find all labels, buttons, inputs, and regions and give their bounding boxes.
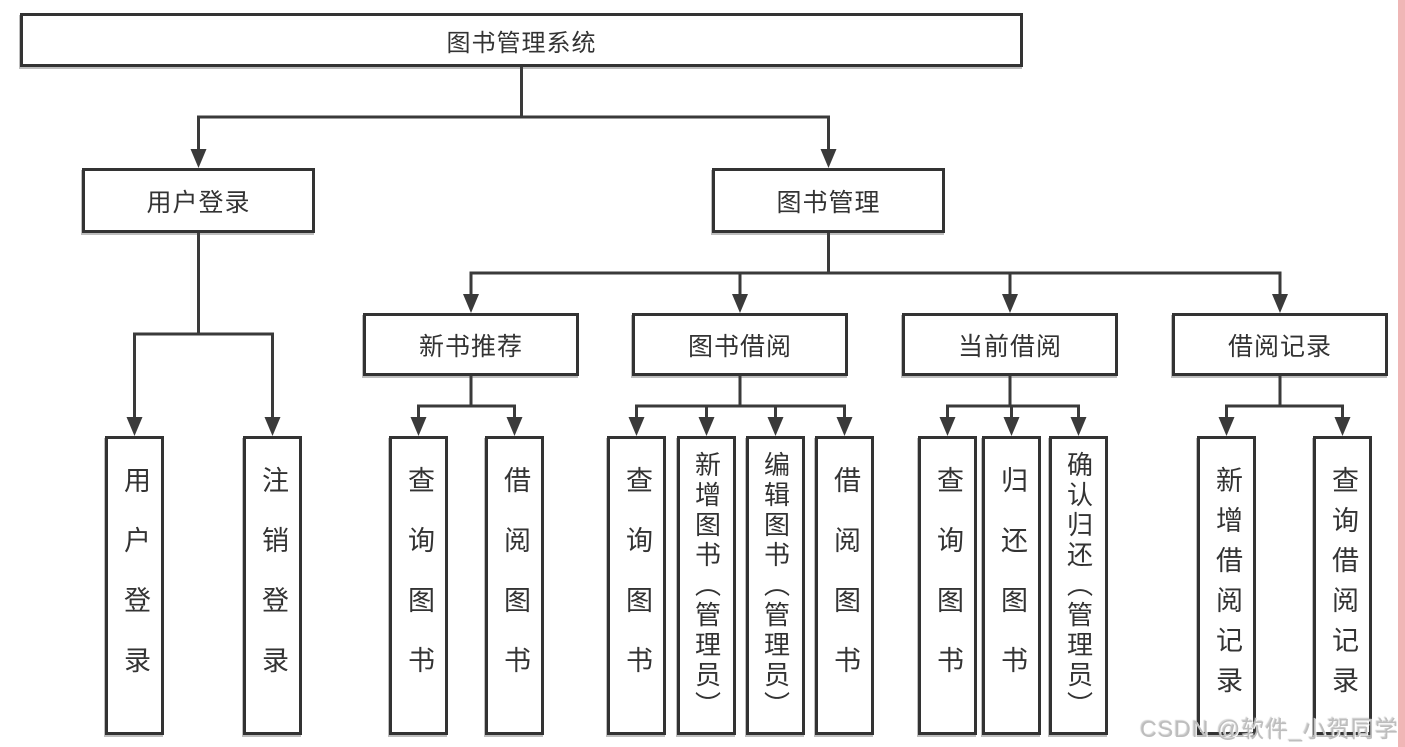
node-label: 查询借阅记录 (1328, 465, 1358, 706)
arrow-down (698, 417, 715, 436)
leaf-borrow-books-recommend: 借阅图书 (485, 436, 544, 735)
arrow-down (836, 417, 853, 436)
leaf-logout-login: 注销登录 (243, 436, 302, 735)
leaf-user-login: 用户登录 (105, 436, 164, 735)
node-book-management: 图书管理 (712, 168, 945, 233)
csdn-watermark: CSDN @软件_小贺同学 (1140, 716, 1399, 742)
node-label: 图书管理 (776, 188, 881, 217)
connector-borrow-record-fork (1218, 376, 1351, 436)
arrow-down (126, 417, 143, 436)
node-label: 查询图书 (933, 465, 963, 706)
arrow-down (410, 417, 427, 436)
node-new-book-recommend: 新书推荐 (363, 313, 579, 376)
node-label: 注销登录 (258, 465, 288, 706)
node-book-borrow: 图书借阅 (632, 313, 848, 376)
arrow-down (939, 417, 956, 436)
connector-book-management-fork (463, 233, 1288, 313)
node-label: 新增图书（管理员） (691, 450, 722, 721)
arrow-down (820, 149, 837, 168)
leaf-query-books-recommend: 查询图书 (389, 436, 448, 735)
arrow-down (628, 417, 645, 436)
arrow-down (1272, 294, 1288, 313)
node-label: 确认归还（管理员） (1063, 450, 1094, 721)
leaf-edit-books-admin: 编辑图书（管理员） (746, 436, 805, 735)
node-label: 用户登录 (120, 465, 150, 706)
node-label: 用户登录 (146, 188, 251, 217)
leaf-borrow-books: 借阅图书 (815, 436, 874, 735)
node-label: 查询图书 (404, 465, 434, 706)
node-label: 借阅记录 (1227, 332, 1332, 361)
node-current-borrow: 当前借阅 (902, 313, 1118, 376)
node-user-login: 用户登录 (82, 168, 315, 233)
right-edge-strip (1398, 0, 1405, 747)
node-label: 新增借阅记录 (1212, 465, 1242, 706)
node-label: 借阅图书 (500, 465, 530, 706)
node-label: 归还图书 (997, 465, 1027, 706)
arrow-down (1070, 417, 1087, 436)
arrow-down (732, 294, 748, 313)
arrow-down (1003, 417, 1020, 436)
connector-book-borrow-fork (628, 376, 853, 436)
arrow-down (767, 417, 784, 436)
leaf-query-borrow-record: 查询借阅记录 (1313, 436, 1372, 735)
leaf-add-borrow-record: 新增借阅记录 (1197, 436, 1256, 735)
arrow-down (264, 417, 281, 436)
arrow-down (1002, 294, 1018, 313)
leaf-confirm-return-admin: 确认归还（管理员） (1049, 436, 1108, 735)
arrow-down (506, 417, 523, 436)
connector-new-book-fork (410, 376, 523, 436)
node-label: 图书借阅 (687, 332, 792, 361)
node-label: 当前借阅 (957, 332, 1062, 361)
node-label: 图书管理系统 (446, 29, 597, 57)
node-label: 借阅图书 (830, 465, 860, 706)
node-borrow-records: 借阅记录 (1172, 313, 1388, 376)
leaf-query-books-borrow: 查询图书 (607, 436, 666, 735)
leaf-query-books-current: 查询图书 (918, 436, 977, 735)
node-label: 编辑图书（管理员） (760, 450, 791, 721)
leaf-add-books-admin: 新增图书（管理员） (677, 436, 736, 735)
node-label: 查询图书 (622, 465, 652, 706)
node-label: 新书推荐 (418, 332, 523, 361)
connector-current-borrow-fork (939, 376, 1087, 436)
leaf-return-books: 归还图书 (982, 436, 1041, 735)
arrow-down (1218, 417, 1235, 436)
arrow-down (463, 294, 479, 313)
arrow-down (190, 149, 207, 168)
connector-root-fork (190, 67, 837, 168)
arrow-down (1334, 417, 1351, 436)
node-library-management-system: 图书管理系统 (20, 13, 1023, 67)
connector-user-login-fork (126, 233, 281, 436)
